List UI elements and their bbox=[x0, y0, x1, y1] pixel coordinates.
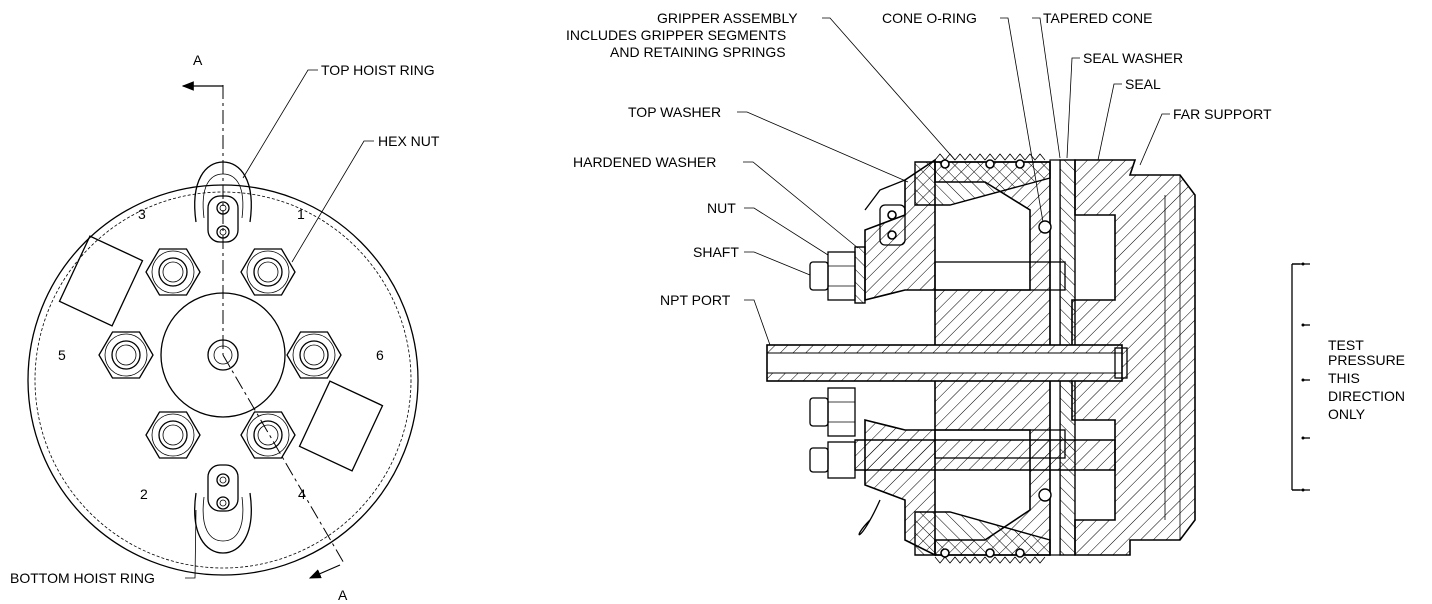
lower-bolt-hatched bbox=[854, 439, 1116, 471]
test-pressure-line-3: THIS bbox=[1328, 370, 1360, 386]
hoist-ring-section-bottom bbox=[858, 499, 881, 536]
test-pressure-line-4: DIRECTION bbox=[1328, 388, 1405, 404]
section-letter-top: A bbox=[193, 52, 203, 68]
callout-gripper-assembly-2: INCLUDES GRIPPER SEGMENTS bbox=[566, 27, 786, 43]
cone-o-ring-bottom bbox=[1038, 488, 1052, 502]
bolt-number-6: 6 bbox=[376, 347, 384, 363]
pad-right bbox=[298, 380, 384, 472]
shaft-end bbox=[809, 447, 829, 473]
section-letter-bottom: A bbox=[338, 587, 348, 603]
hex-nut-group bbox=[98, 248, 342, 459]
bolt-number-5: 5 bbox=[58, 347, 66, 363]
hex-nut bbox=[240, 411, 296, 459]
bolt-number-1: 1 bbox=[297, 206, 305, 222]
callout-tapered-cone: TAPERED CONE bbox=[1043, 10, 1152, 26]
hoist-ring-block bbox=[879, 204, 906, 246]
section-line-diagonal bbox=[222, 354, 346, 566]
callout-leaders-section bbox=[737, 17, 1170, 346]
shaft-end bbox=[809, 397, 829, 427]
callout-nut: NUT bbox=[707, 200, 736, 216]
front-view bbox=[27, 81, 419, 579]
callout-npt-port: NPT PORT bbox=[660, 292, 731, 308]
spring-coil bbox=[940, 159, 950, 169]
bolt-shank bbox=[934, 261, 1066, 291]
hex-nut bbox=[240, 248, 296, 296]
hoist-ring-section bbox=[864, 179, 906, 211]
spring-coil bbox=[1015, 159, 1025, 169]
spring-coil bbox=[940, 548, 950, 558]
gripper-teeth-bottom bbox=[934, 556, 1046, 564]
bolt-number-3: 3 bbox=[138, 206, 146, 222]
bottom-hoist-ring bbox=[194, 464, 252, 554]
hex-nut-section bbox=[827, 251, 856, 301]
callout-shaft: SHAFT bbox=[693, 244, 739, 260]
section-arrow-bottom bbox=[308, 564, 341, 579]
callout-leaders-front bbox=[185, 69, 374, 579]
hex-nut bbox=[145, 248, 201, 296]
hoist-pin bbox=[887, 210, 897, 220]
hex-nut bbox=[286, 331, 342, 379]
hoist-pin bbox=[887, 230, 897, 240]
spring-coil bbox=[985, 159, 995, 169]
test-pressure-line-1: TEST bbox=[1328, 337, 1364, 353]
bolt-number-2: 2 bbox=[140, 486, 148, 502]
callout-seal: SEAL bbox=[1125, 76, 1161, 92]
callout-gripper-assembly-3: AND RETAINING SPRINGS bbox=[610, 44, 786, 60]
callout-gripper-assembly-1: GRIPPER ASSEMBLY bbox=[657, 10, 798, 26]
npt-port-tip bbox=[1114, 347, 1128, 379]
test-pressure-line-5: ONLY bbox=[1328, 406, 1366, 422]
cone-o-ring-top bbox=[1038, 220, 1052, 234]
top-washer bbox=[864, 158, 936, 302]
hex-nut bbox=[98, 331, 154, 379]
callout-bottom-hoist-ring: BOTTOM HOIST RING bbox=[10, 570, 155, 586]
callout-far-support: FAR SUPPORT bbox=[1173, 106, 1272, 122]
shaft-end bbox=[809, 261, 829, 291]
spring-coil bbox=[985, 548, 995, 558]
spring-coil bbox=[1015, 548, 1025, 558]
test-pressure-line-2: PRESSURE bbox=[1328, 352, 1405, 368]
callout-hardened-washer: HARDENED WASHER bbox=[573, 154, 716, 170]
callout-top-hoist-ring: TOP HOIST RING bbox=[321, 62, 435, 78]
hex-nut bbox=[145, 411, 201, 459]
callout-seal-washer: SEAL WASHER bbox=[1083, 50, 1183, 66]
pad-left bbox=[58, 235, 144, 327]
callout-hex-nut: HEX NUT bbox=[378, 133, 440, 149]
callout-top-washer: TOP WASHER bbox=[628, 104, 721, 120]
bolt-number-4: 4 bbox=[298, 486, 306, 502]
hardened-washer bbox=[854, 246, 866, 304]
gripper-teeth-top bbox=[934, 153, 1046, 161]
test-pressure-bracket bbox=[1291, 262, 1310, 492]
callout-cone-o-ring: CONE O-RING bbox=[882, 10, 977, 26]
hex-nut-section bbox=[827, 441, 856, 479]
section-view bbox=[766, 153, 1196, 564]
hex-nut-section bbox=[827, 387, 856, 437]
